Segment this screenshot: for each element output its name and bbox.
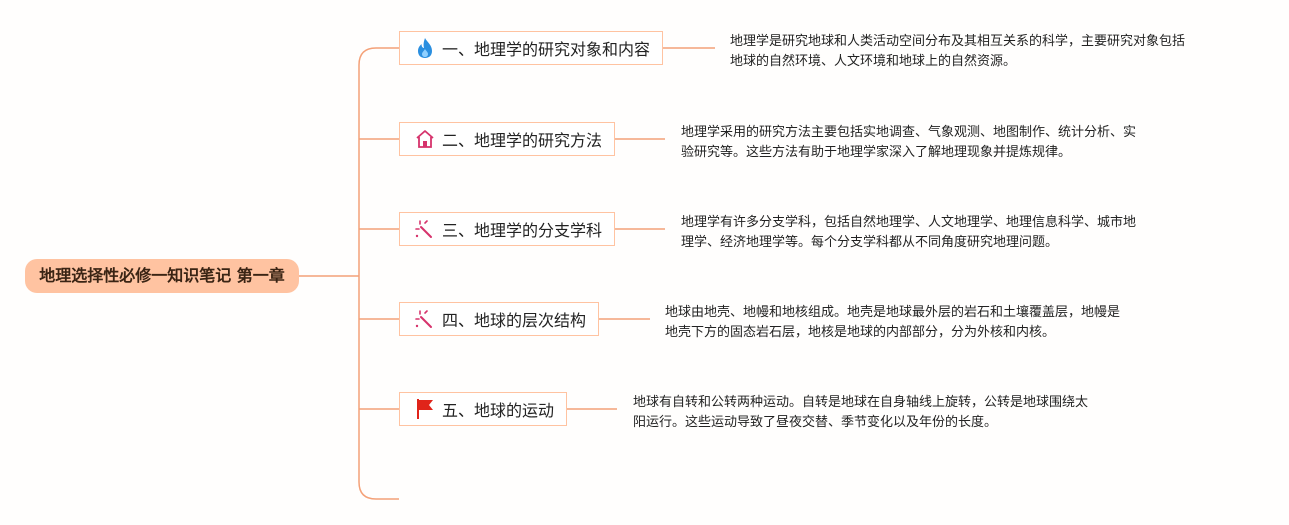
description-line: 地理学有许多分支学科，包括自然地理学、人文地理学、地理信息科学、城市地 xyxy=(681,215,1137,230)
magic-wand-icon xyxy=(414,308,436,330)
branch-label-4: 四、地球的层次结构 xyxy=(442,311,587,330)
branch-description-3: 地理学有许多分支学科，包括自然地理学、人文地理学、地理信息科学、城市地 理学、经… xyxy=(681,213,1136,253)
branch-label-3: 三、地理学的分支学科 xyxy=(442,221,603,240)
magic-wand-icon xyxy=(414,218,436,240)
branch-description-1: 地理学是研究地球和人类活动空间分布及其相互关系的科学，主要研究对象包括 地球的自… xyxy=(730,32,1185,72)
branch-topic-4[interactable]: 四、地球的层次结构 xyxy=(399,302,599,336)
description-line: 理学、经济地理学等。每个分支学科都从不同角度研究地理问题。 xyxy=(681,235,1059,250)
description-line: 阳运行。这些运动导致了昼夜交替、季节变化以及年份的长度。 xyxy=(633,415,998,430)
branch-description-5: 地球有自转和公转两种运动。自转是地球在自身轴线上旋转，公转是地球围绕太 阳运行。… xyxy=(633,393,1088,433)
description-line: 地球由地壳、地幔和地核组成。地壳是地球最外层的岩石和土壤覆盖层，地幔是 xyxy=(665,305,1121,320)
description-line: 地壳下方的固态岩石层，地核是地球的内部部分，分为外核和内核。 xyxy=(665,325,1056,340)
description-line: 地理学采用的研究方法主要包括实地调查、气象观测、地图制作、统计分析、实 xyxy=(681,125,1137,140)
description-line: 地球有自转和公转两种运动。自转是地球在自身轴线上旋转，公转是地球围绕太 xyxy=(633,395,1089,410)
branch-description-4: 地球由地壳、地幔和地核组成。地壳是地球最外层的岩石和土壤覆盖层，地幔是 地壳下方… xyxy=(665,303,1120,343)
branch-label-5: 五、地球的运动 xyxy=(442,401,555,420)
house-icon xyxy=(414,128,436,150)
branch-topic-5[interactable]: 五、地球的运动 xyxy=(399,392,567,426)
description-line: 地理学是研究地球和人类活动空间分布及其相互关系的科学，主要研究对象包括 xyxy=(730,34,1186,49)
branch-label-1: 一、地理学的研究对象和内容 xyxy=(442,40,651,59)
description-line: 验研究等。这些方法有助于地理学家深入了解地理现象并提炼规律。 xyxy=(681,145,1072,160)
description-line: 地球的自然环境、人文环境和地球上的自然资源。 xyxy=(730,54,1017,69)
root-topic[interactable]: 地理选择性必修一知识笔记 第一章 xyxy=(25,259,299,293)
fire-icon xyxy=(414,37,436,59)
branch-label-2: 二、地理学的研究方法 xyxy=(442,131,603,150)
branch-topic-3[interactable]: 三、地理学的分支学科 xyxy=(399,212,615,246)
branch-topic-1[interactable]: 一、地理学的研究对象和内容 xyxy=(399,31,663,65)
red-flag-icon xyxy=(414,398,436,420)
branch-description-2: 地理学采用的研究方法主要包括实地调查、气象观测、地图制作、统计分析、实 验研究等… xyxy=(681,123,1136,163)
branch-topic-2[interactable]: 二、地理学的研究方法 xyxy=(399,122,615,156)
